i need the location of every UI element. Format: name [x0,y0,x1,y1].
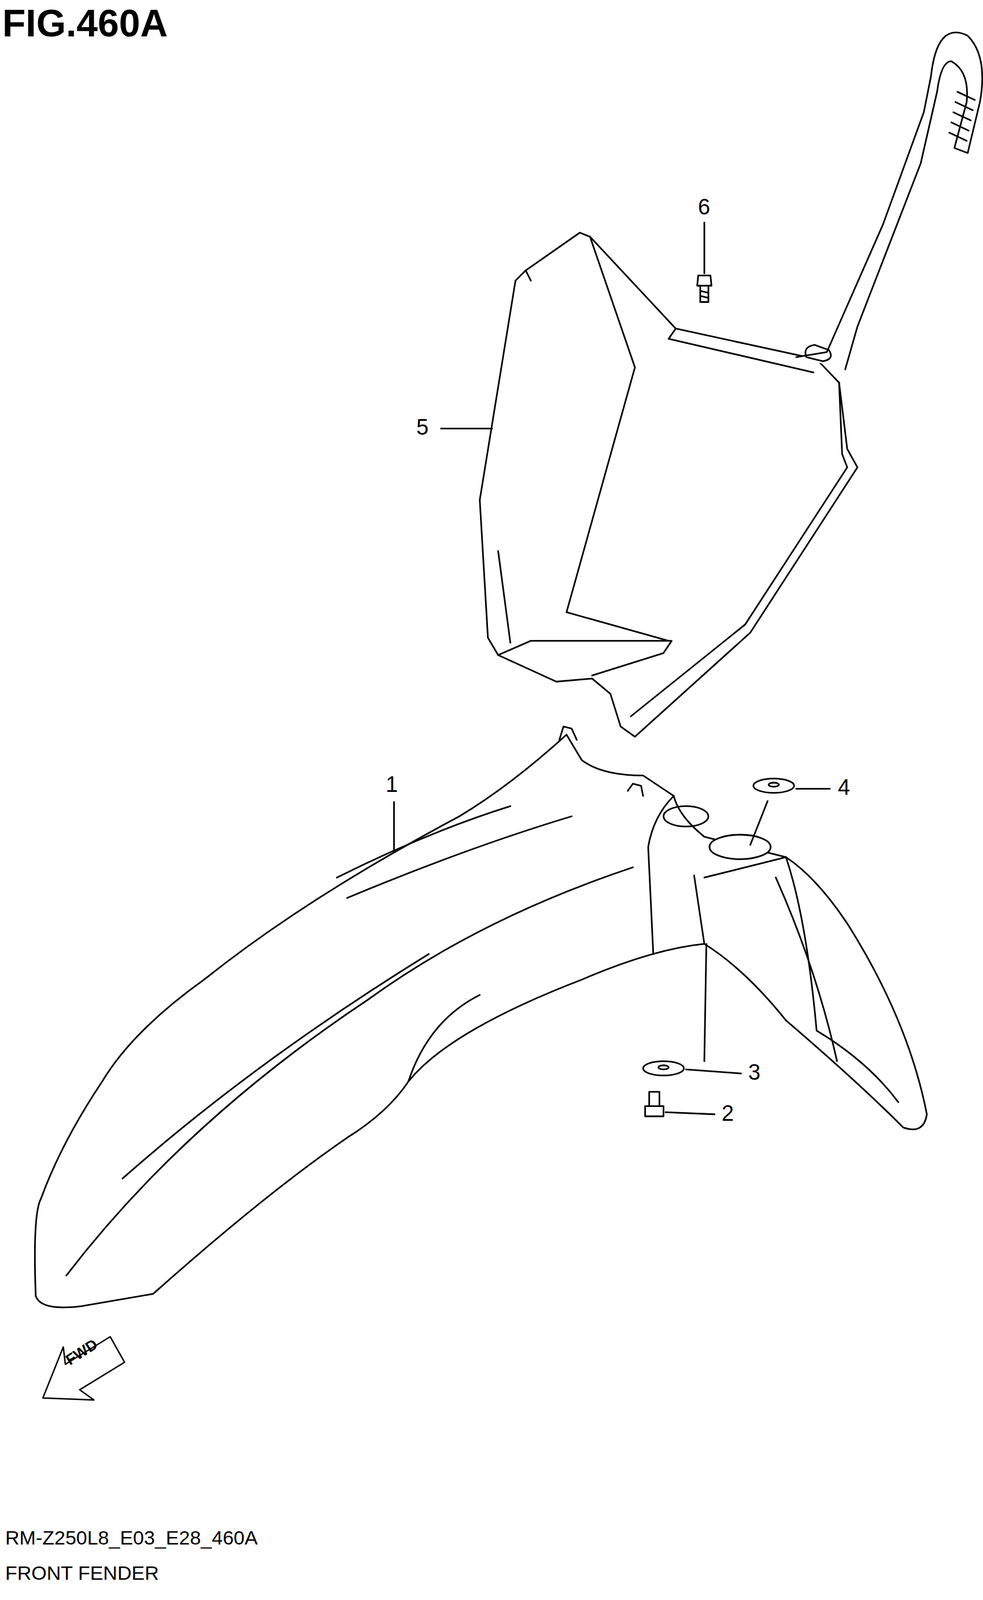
washer-hole [768,782,779,787]
callout-number: 4 [837,776,851,799]
washer-hole [658,1065,670,1070]
number-plate-inner [497,237,848,718]
callout-number: 3 [748,1061,761,1084]
callout-number: 6 [697,196,711,218]
bolt [697,275,712,303]
plate-strap [796,32,983,370]
leader-line [393,222,830,1115]
direction-label: FWD [63,1336,101,1369]
washer [642,1061,685,1077]
strap-grip [949,91,975,142]
washer [753,778,795,794]
fender-tabs [559,726,643,797]
front-fender [34,734,927,1308]
fender-hole [709,834,771,860]
fender-boss [663,806,709,827]
callout-number: 5 [416,416,429,439]
callout-number: 1 [385,773,398,796]
fender-ridges [66,796,899,1277]
number-plate [479,232,858,737]
strap-slot [805,345,831,362]
figure-code: RM-Z250L8_E03_E28_460A [5,1528,258,1548]
bolt [645,1092,664,1117]
figure-title: FIG.460A [2,4,168,43]
callout-number: 2 [721,1102,734,1125]
fwd-arrow [42,1337,125,1401]
figure-caption: FRONT FENDER [5,1563,160,1584]
